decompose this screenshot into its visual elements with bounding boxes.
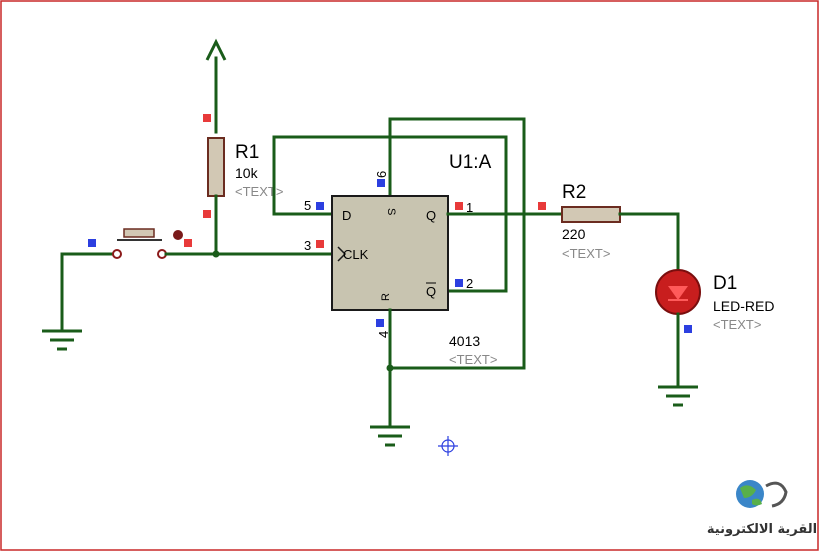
pin-qbar-number: 2 — [466, 276, 473, 291]
ground-right[interactable] — [658, 385, 698, 407]
r1-value-label: 10k — [235, 165, 259, 181]
pin-q-label: Q — [426, 208, 436, 223]
pin-r-number: 4 — [376, 331, 391, 338]
pin-s-label: S — [385, 208, 397, 215]
r2-text-label: <TEXT> — [562, 246, 610, 261]
r2-ref-label: R2 — [562, 182, 586, 203]
pin-qbar-label: Q — [426, 284, 436, 299]
pushbutton-switch[interactable] — [60, 228, 332, 259]
switch-pin2-marker — [184, 239, 192, 247]
d1-text-label: <TEXT> — [713, 317, 761, 332]
r1-text-label: <TEXT> — [235, 184, 283, 199]
d1-value-label: LED-RED — [713, 298, 774, 314]
r1-pin1-marker — [203, 114, 211, 122]
r1-ref-label: R1 — [235, 142, 259, 163]
pin-s-number: 6 — [374, 171, 389, 178]
ground-left[interactable] — [42, 252, 82, 351]
pin-d-label: D — [342, 208, 351, 223]
pin-r-label: R — [380, 293, 392, 301]
pin-qbar-marker — [455, 279, 463, 287]
set-wire[interactable] — [388, 117, 526, 370]
pin-clk-label: CLK — [343, 247, 369, 262]
watermark-text: القرية الالكترونية — [707, 522, 817, 537]
globe-logo-icon — [736, 480, 788, 508]
r2-pin1-marker — [538, 202, 546, 210]
d1-pin2-marker — [684, 325, 692, 333]
pin-s-marker — [377, 179, 385, 187]
power-terminal[interactable] — [205, 38, 227, 134]
r2-value-label: 220 — [562, 226, 586, 242]
pin-r-marker — [376, 319, 384, 327]
junction-dot-reset — [386, 364, 394, 372]
pin-d-marker — [316, 202, 324, 210]
clock-triangle — [337, 246, 347, 262]
pin-q-number: 1 — [466, 200, 473, 215]
u1-part-label: 4013 — [449, 333, 480, 349]
resistor-r1[interactable] — [207, 137, 225, 256]
pin-clk-marker — [316, 240, 324, 248]
junction-dot-clk — [212, 250, 220, 258]
u1-ref-label: U1:A — [449, 152, 492, 173]
pin-clk-number: 3 — [304, 238, 311, 253]
switch-pin1-marker — [88, 239, 96, 247]
pin-q-marker — [455, 202, 463, 210]
origin-marker — [438, 436, 458, 456]
r1-pin2-marker — [203, 210, 211, 218]
pin-d-number: 5 — [304, 198, 311, 213]
ground-center[interactable] — [370, 425, 410, 447]
resistor-r2[interactable] — [561, 206, 680, 272]
led-d1[interactable] — [655, 269, 701, 388]
flipflop-u1[interactable] — [331, 195, 449, 311]
u1-text-label: <TEXT> — [449, 352, 497, 367]
d1-ref-label: D1 — [713, 273, 737, 294]
